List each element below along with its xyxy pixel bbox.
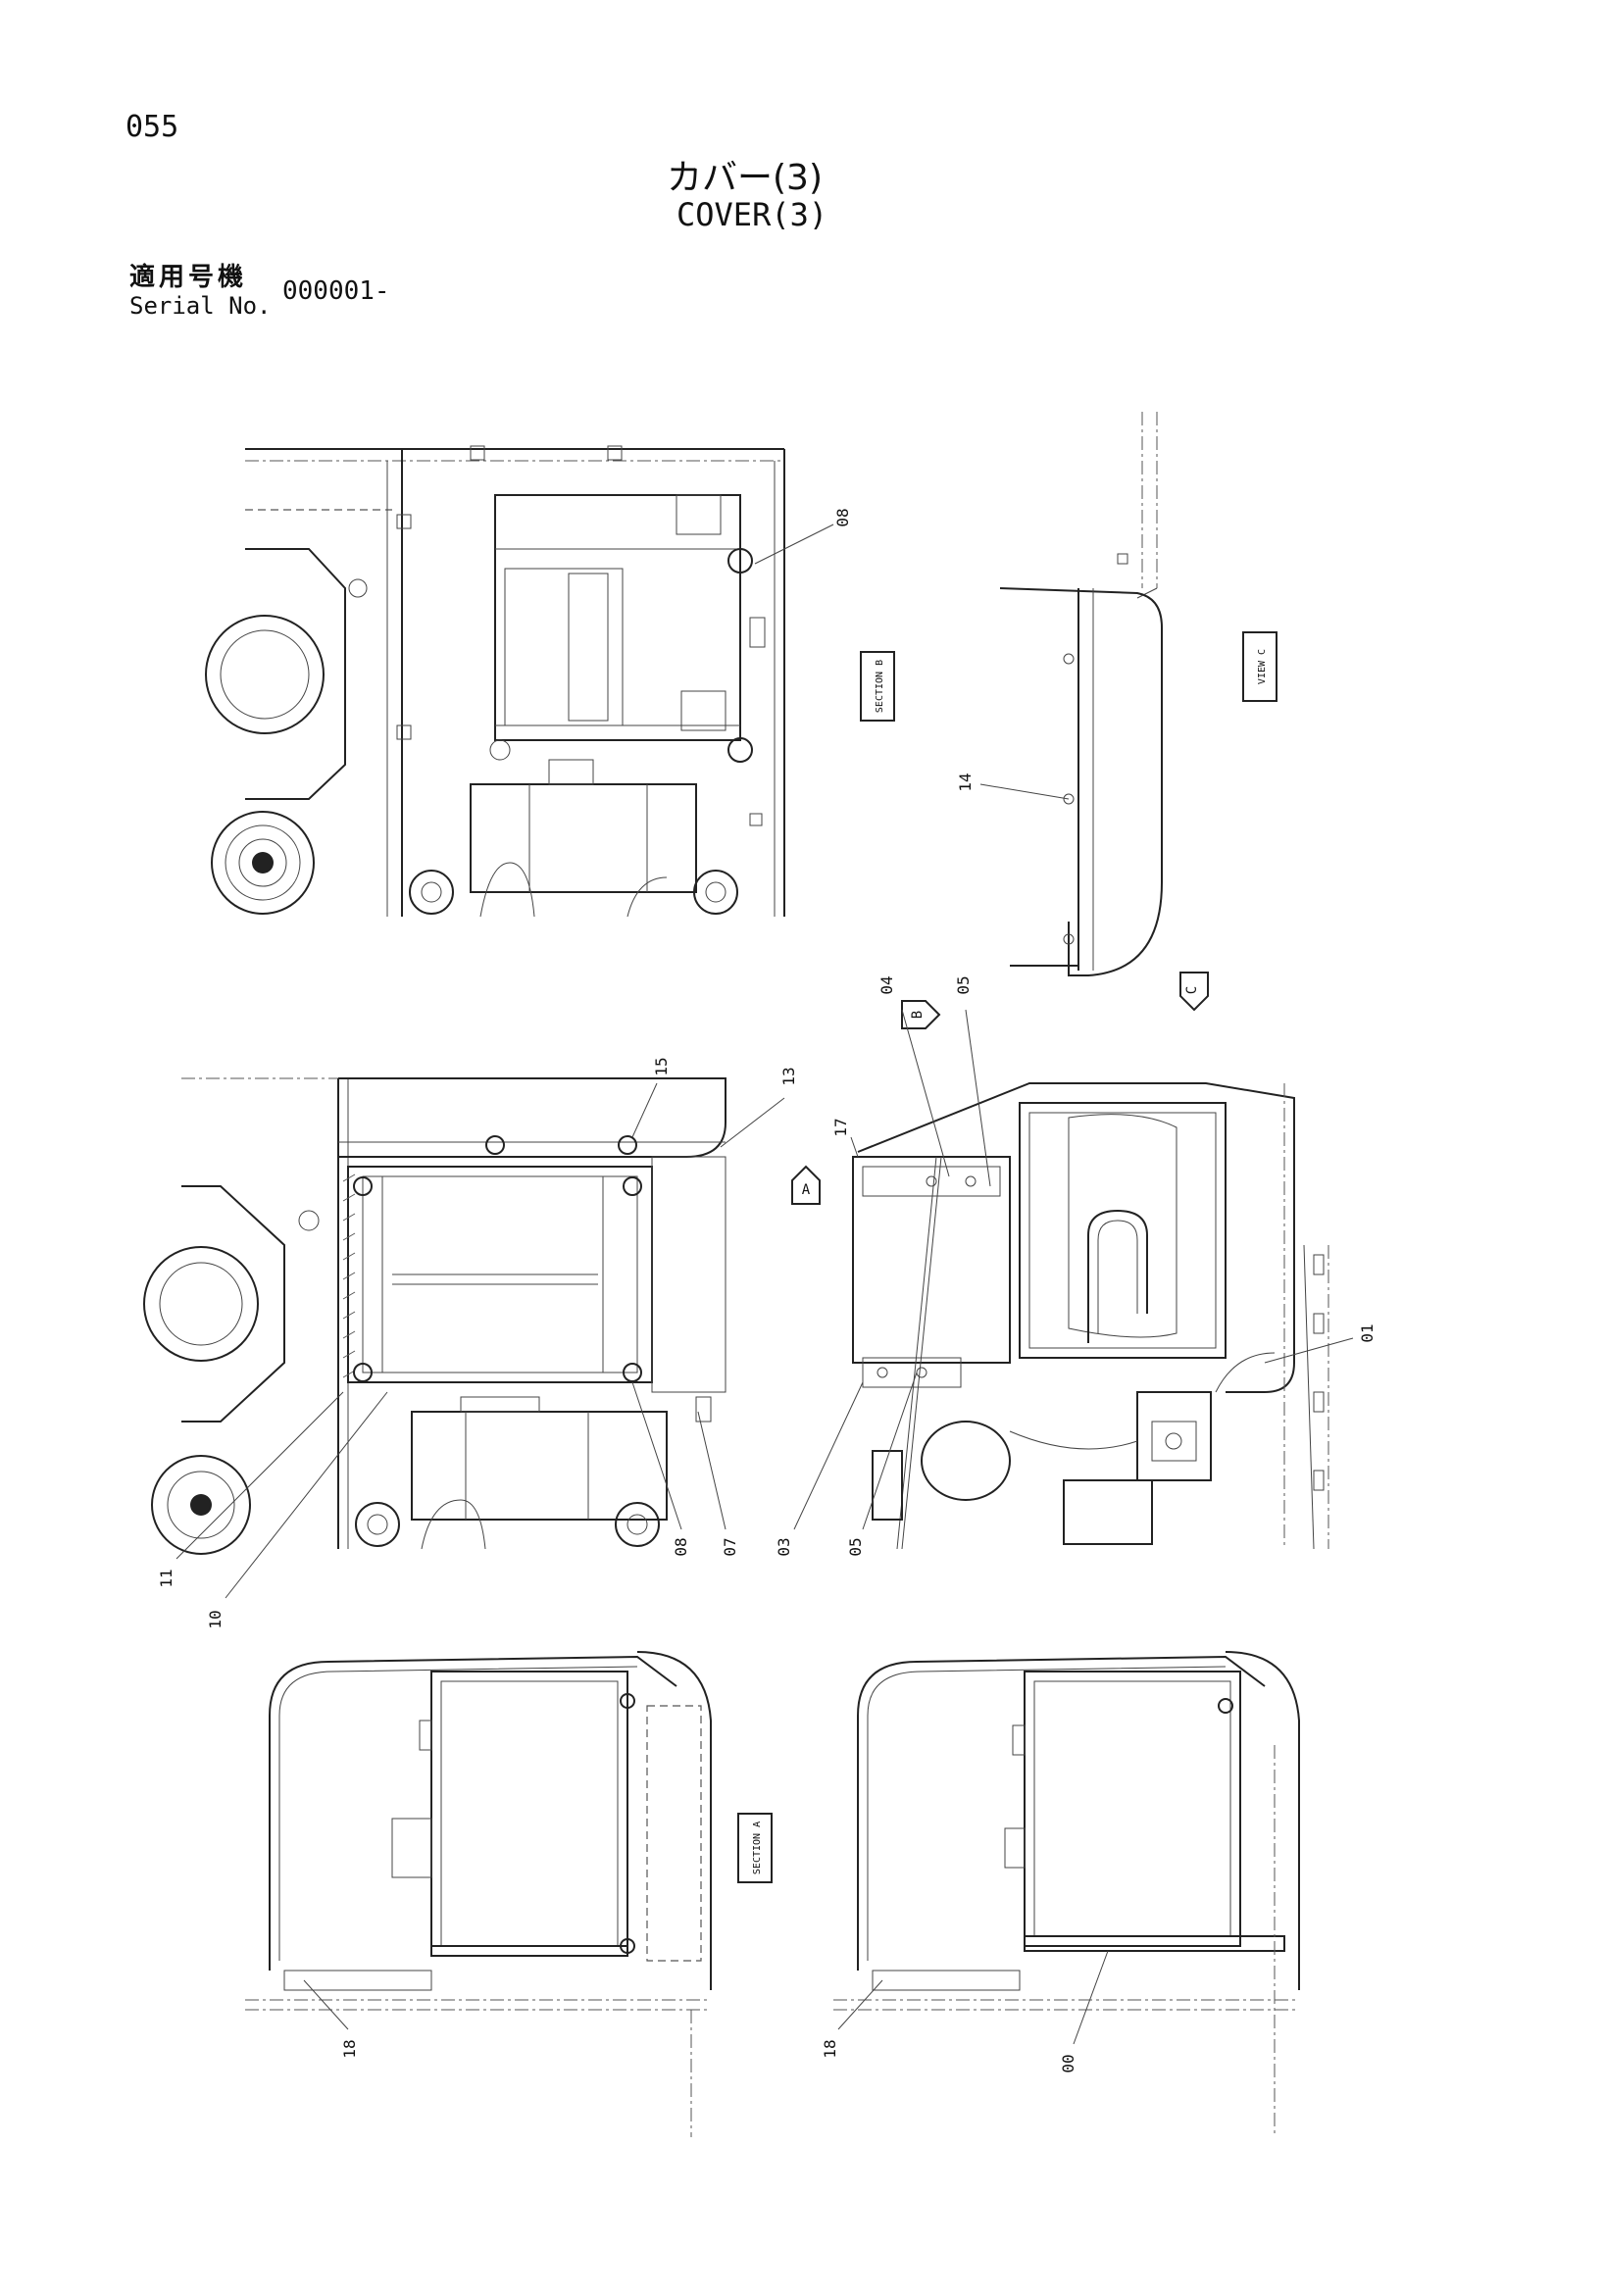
- view-arrow-b-text: B: [910, 1011, 926, 1019]
- section-b-text: SECTION B: [875, 660, 885, 713]
- serial-number-value: 000001-: [282, 276, 390, 306]
- title-japanese: カバー(3): [667, 158, 823, 198]
- middle-left-view: [143, 1077, 726, 1555]
- view-arrow-c: C: [1179, 972, 1209, 1012]
- section-a-text: SECTION A: [752, 1822, 763, 1874]
- view-arrow-a-text: A: [802, 1182, 811, 1198]
- middle-right-view: [852, 1082, 1329, 1550]
- serial-label-english: Serial No.: [129, 292, 272, 320]
- callout-05-top: 05: [954, 975, 973, 994]
- callout-04: 04: [877, 975, 896, 994]
- view-c-label: VIEW C: [1242, 631, 1277, 702]
- callout-18-right: 18: [821, 2039, 839, 2058]
- callout-00: 00: [1059, 2054, 1077, 2072]
- leader-lines: [175, 524, 1354, 2045]
- bottom-right-view: [833, 1651, 1300, 2137]
- view-arrow-b: B: [901, 1000, 941, 1029]
- section-a-label: SECTION A: [737, 1813, 773, 1883]
- serial-label-japanese: 適用号機: [129, 263, 248, 292]
- callout-15: 15: [652, 1057, 671, 1075]
- top-left-view: [205, 445, 785, 918]
- callout-13: 13: [779, 1067, 798, 1085]
- callout-05-bottom: 05: [846, 1537, 865, 1556]
- callout-10: 10: [206, 1610, 225, 1628]
- callout-17: 17: [831, 1118, 850, 1136]
- view-c-text: VIEW C: [1257, 649, 1268, 684]
- section-b-label: SECTION B: [860, 651, 895, 722]
- callout-08-mid: 08: [672, 1537, 690, 1556]
- callout-07: 07: [721, 1537, 739, 1556]
- view-arrow-c-text: C: [1184, 986, 1200, 994]
- page-number: 055: [125, 110, 179, 144]
- callout-14: 14: [956, 773, 975, 791]
- bottom-left-view: [245, 1651, 712, 2137]
- title-english: COVER(3): [676, 196, 828, 233]
- callout-01: 01: [1358, 1323, 1377, 1342]
- top-right-view: [999, 412, 1163, 976]
- view-arrow-a: A: [791, 1165, 821, 1205]
- callout-08-top: 08: [833, 508, 852, 526]
- callouts: 08 14 04 05 15 13 17 01 11 10 08 07 03 0…: [157, 508, 1377, 2072]
- callout-18-left: 18: [340, 2039, 359, 2058]
- callout-11: 11: [157, 1569, 175, 1587]
- callout-03: 03: [775, 1537, 793, 1556]
